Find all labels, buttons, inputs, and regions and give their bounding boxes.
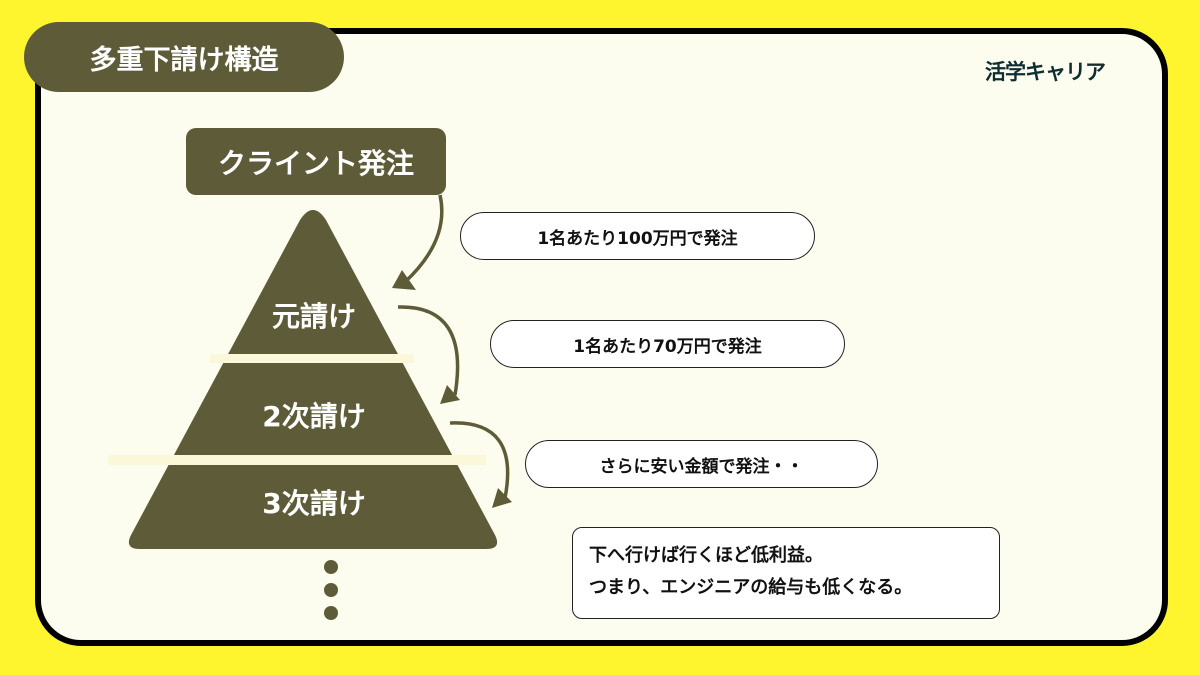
ellipsis-dot (324, 606, 338, 620)
note-line-2: つまり、エンジニアの給与も低くなる。 (589, 577, 913, 598)
client-order-box: クライント発注 (186, 128, 446, 195)
ellipsis-dot (324, 560, 338, 574)
tier-divider (210, 354, 414, 363)
arrowhead-icon (492, 488, 512, 508)
arrow-curve (397, 305, 460, 396)
arrowhead-icon (392, 270, 416, 290)
arrowhead-icon (440, 385, 460, 404)
price-bubble-2: 1名あたり70万円で発注 (490, 320, 845, 368)
summary-note: 下へ行けば行くほど低利益。 つまり、エンジニアの給与も低くなる。 (572, 527, 1000, 619)
tier-third: 3次請け (262, 487, 366, 520)
tier-prime: 元請け (271, 300, 356, 333)
tier-divider (108, 455, 486, 465)
price-bubble-1: 1名あたり100万円で発注 (460, 212, 815, 260)
arrow-curve (449, 421, 510, 499)
slide-title: 多重下請け構造 (24, 22, 344, 92)
tier-second: 2次請け (262, 400, 366, 433)
note-line-1: 下へ行けば行くほど低利益。 (589, 545, 823, 566)
price-bubble-3: さらに安い金額で発注・・ (525, 440, 878, 488)
arrow-curve (403, 194, 444, 284)
brand-logo: 活学キャリア (985, 60, 1106, 84)
ellipsis-dot (324, 583, 338, 597)
